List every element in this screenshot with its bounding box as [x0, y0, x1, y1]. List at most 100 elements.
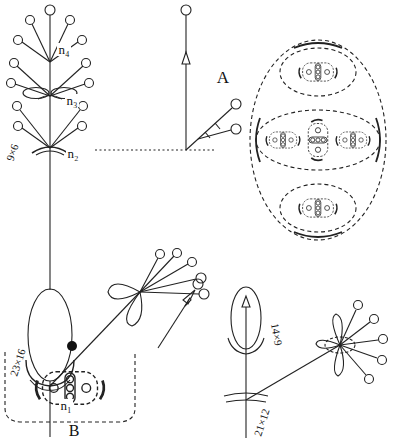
lower-inflorescence-stroke	[140, 256, 174, 292]
branch-scheme-stroke	[185, 15, 186, 150]
upper-inflorescence-stroke	[15, 84, 50, 96]
upper-inflorescence-stroke	[22, 128, 50, 148]
panel-letter: B	[68, 423, 81, 439]
upper-inflorescence-stroke	[32, 147, 68, 153]
upper-inflorescence-stroke	[14, 122, 23, 131]
floral-diagram-stroke	[280, 48, 356, 96]
inflorescence-b-stroke	[245, 305, 246, 348]
upper-inflorescence-stroke	[79, 102, 88, 111]
dimension-label: 21×12	[252, 406, 272, 438]
upper-inflorescence-stroke	[95, 149, 215, 150]
lower-inflorescence-stroke	[127, 292, 142, 326]
node-label: n₃	[65, 94, 78, 107]
floral-diagram-stroke	[256, 110, 380, 170]
lower-inflorescence-stroke	[156, 250, 165, 259]
upper-inflorescence-stroke	[50, 128, 78, 148]
branch-scheme-stroke	[231, 124, 241, 134]
branch-scheme-stroke	[181, 5, 191, 15]
inflorescence-b-stroke	[365, 375, 374, 384]
upper-inflorescence-stroke	[50, 66, 83, 96]
inflorescence-b-stroke	[334, 345, 343, 376]
upper-inflorescence-stroke	[78, 122, 87, 131]
lower-inflorescence-stroke	[140, 279, 196, 292]
upper-inflorescence-stroke	[13, 102, 22, 111]
floral-diagram-stroke	[336, 132, 370, 148]
inflorescence-b-stroke	[246, 345, 340, 400]
upper-inflorescence-stroke	[36, 151, 64, 155]
upper-inflorescence-stroke	[32, 24, 50, 62]
panel-letter: A	[216, 69, 230, 86]
floral-diagram-b-stroke	[5, 352, 135, 422]
inflorescence-b-stroke	[378, 356, 387, 365]
upper-inflorescence-stroke	[50, 110, 80, 148]
branch-scheme-stroke	[205, 132, 210, 138]
inflorescence-b-stroke	[333, 314, 342, 345]
inflorescence-b-stroke	[379, 335, 388, 344]
upper-inflorescence-stroke	[22, 42, 50, 62]
upper-inflorescence-stroke	[20, 110, 50, 148]
inflorescence-b-stroke	[340, 345, 366, 375]
inflorescence-b-stroke	[316, 340, 340, 348]
lower-inflorescence-stroke	[185, 298, 191, 306]
floral-diagram	[250, 40, 386, 240]
upper-inflorescence-stroke	[49, 15, 50, 290]
lower-inflorescence-stroke	[158, 298, 190, 348]
inflorescence-b-stroke	[354, 301, 363, 310]
inflorescence-b-stroke	[370, 315, 379, 324]
floral-diagram-stroke	[280, 184, 356, 232]
upper-inflorescence-stroke	[17, 66, 50, 96]
upper-inflorescence-stroke	[66, 16, 75, 25]
branch-scheme	[181, 5, 241, 150]
node-label: n₄	[57, 43, 70, 56]
upper-inflorescence	[7, 5, 216, 290]
lower-inflorescence-stroke	[199, 289, 209, 299]
upper-inflorescence-stroke	[26, 16, 35, 25]
branch-scheme-stroke	[215, 123, 220, 129]
lower-inflorescence-stroke	[28, 289, 72, 381]
node-label: n₂	[66, 147, 79, 160]
lower-inflorescence-stroke	[173, 249, 182, 258]
dimension-label: 9×6	[4, 141, 20, 163]
floral-diagram-stroke	[266, 132, 300, 148]
inflorescence-b-stroke	[340, 310, 356, 345]
floral-diagram-b-stroke	[67, 341, 77, 351]
lower-inflorescence-stroke	[196, 273, 206, 283]
floral-diagram-stroke	[294, 43, 342, 48]
inflorescence-b-stroke	[226, 400, 266, 402]
branch-scheme-stroke	[186, 108, 232, 150]
upper-inflorescence-stroke	[85, 79, 94, 88]
upper-inflorescence-stroke	[7, 79, 16, 88]
floral-diagram-stroke	[256, 118, 260, 162]
inflorescence-b-stroke	[231, 287, 261, 349]
node-label: n₁	[59, 399, 72, 412]
lower-inflorescence-stroke	[140, 264, 188, 292]
floral-diagram-stroke	[308, 120, 328, 161]
floral-diagram-stroke	[250, 40, 386, 240]
floral-diagram-stroke	[294, 232, 342, 237]
inflorescence-b	[224, 287, 388, 438]
branch-scheme-stroke	[198, 130, 231, 139]
upper-inflorescence-stroke	[10, 59, 19, 68]
floral-diagram-stroke	[299, 63, 337, 81]
upper-inflorescence-stroke	[82, 59, 91, 68]
branch-scheme-stroke	[182, 52, 190, 64]
lower-inflorescence-stroke	[188, 258, 197, 267]
upper-inflorescence-stroke	[78, 36, 87, 45]
floral-diagram-stroke	[299, 199, 337, 217]
floral-diagram-b	[5, 341, 135, 422]
upper-inflorescence-stroke	[45, 5, 55, 15]
branch-scheme-stroke	[231, 99, 241, 109]
lower-inflorescence-stroke	[108, 284, 140, 299]
floral-diagram-stroke	[376, 118, 380, 162]
dimension-label: 14×9	[268, 321, 283, 347]
upper-inflorescence-stroke	[23, 88, 49, 99]
dimension-label: 23×16	[8, 346, 28, 378]
inflorescence-b-stroke	[242, 296, 250, 307]
inflorescence-b-stroke	[228, 338, 264, 354]
upper-inflorescence-stroke	[50, 42, 78, 62]
upper-inflorescence-stroke	[38, 96, 62, 100]
inflorescence-b-stroke	[224, 393, 268, 396]
inflorescence-b-stroke	[340, 340, 378, 345]
